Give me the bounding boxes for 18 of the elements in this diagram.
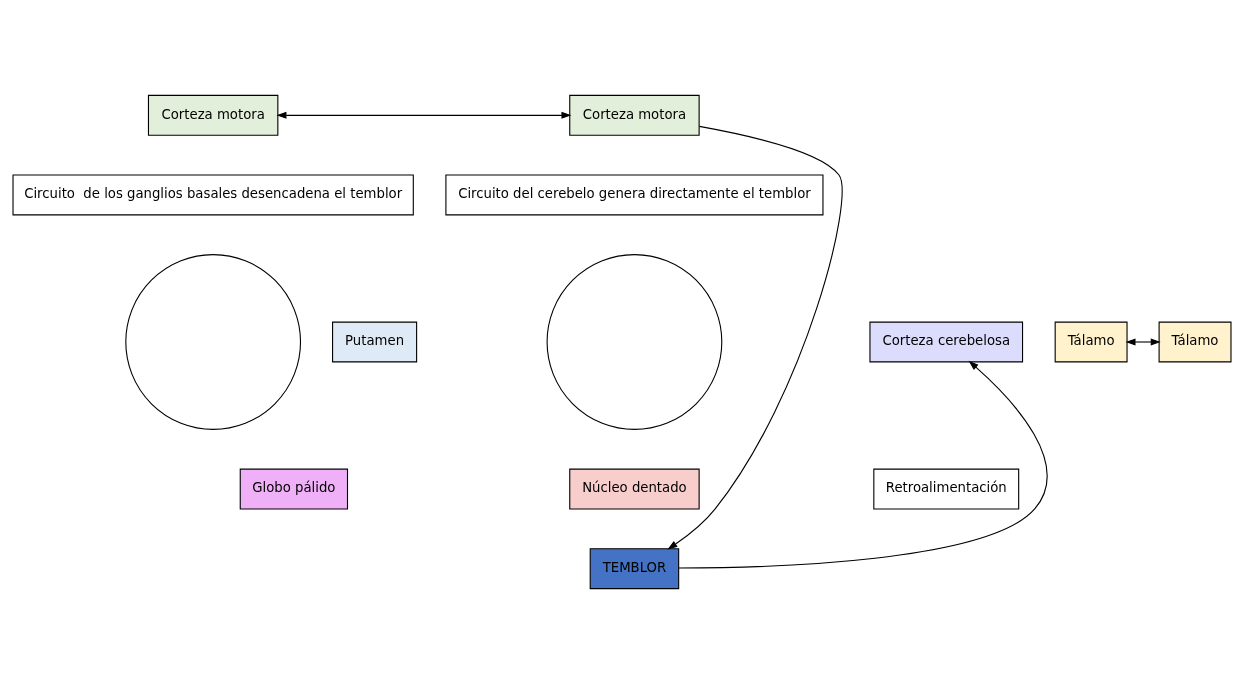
node-box: Corteza motora (569, 94, 700, 136)
node-box: Circuito de los ganglios basales desencadena el temblor (12, 174, 414, 216)
node-box: Tálamo (1158, 321, 1232, 363)
node-circle (546, 254, 723, 430)
arrow (667, 125, 843, 550)
node-box: Corteza motora (147, 94, 279, 136)
arrow (678, 360, 1048, 569)
node-box: Retroalimentación (873, 468, 1020, 510)
node-box: Putamen (332, 321, 418, 363)
node-box: Circuito del cerebelo genera directamente el temblor (445, 174, 824, 216)
node-box: TEMBLOR (589, 548, 680, 590)
node-box: Corteza cerebelosa (869, 321, 1024, 363)
node-box: Núcleo dentado (569, 468, 700, 510)
node-circle (125, 254, 302, 430)
node-box: Globo pálido (239, 468, 349, 510)
arrow (1125, 338, 1161, 346)
node-box: Tálamo (1054, 321, 1128, 363)
arrow (276, 111, 572, 119)
